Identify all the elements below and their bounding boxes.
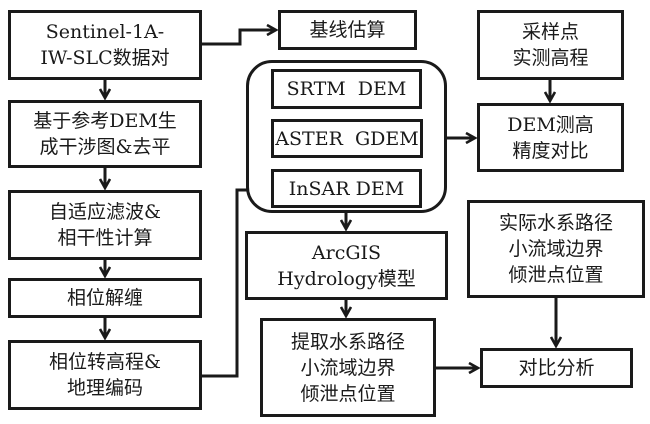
node-text: 相位转高程& [49, 351, 161, 373]
node-text: ArcGIS [311, 241, 382, 264]
node-text: 精度对比 [512, 139, 589, 162]
node-insar-dem[interactable]: InSAR DEM [271, 169, 422, 208]
node-text: InSAR DEM [288, 177, 405, 200]
node-filtering[interactable]: 自适应滤波& 相干性计算 [8, 190, 202, 260]
node-text: Sentinel-1A- [45, 21, 165, 43]
node-text: 小流域边界 [300, 356, 396, 379]
node-compare[interactable]: 对比分析 [480, 348, 633, 388]
node-arcgis-hydrology[interactable]: ArcGIS Hydrology模型 [245, 231, 448, 300]
node-text: DEM测高 [507, 113, 594, 136]
node-text: 相位解缠 [66, 287, 143, 309]
node-interferogram[interactable]: 基于参考DEM生 成干涉图&去平 [8, 100, 202, 168]
node-text: 基于参考DEM生 [33, 110, 177, 132]
node-sentinel[interactable]: Sentinel-1A- IW-SLC数据对 [8, 10, 202, 80]
node-text: 地理编码 [66, 377, 143, 399]
node-text: 倾泄点位置 [508, 264, 604, 286]
node-text: 实测高程 [512, 47, 589, 69]
node-extract[interactable]: 提取水系路径 小流域边界 倾泄点位置 [260, 318, 436, 417]
node-text: 对比分析 [518, 357, 595, 379]
node-sample-points[interactable]: 采样点 实测高程 [477, 10, 624, 80]
node-baseline[interactable]: 基线估算 [278, 10, 417, 50]
node-unwrapping[interactable]: 相位解缠 [8, 278, 202, 318]
edge-sentinel-baseline [202, 30, 276, 46]
node-geocoding[interactable]: 相位转高程& 地理编码 [8, 340, 202, 410]
node-text: 倾泄点位置 [300, 382, 396, 405]
node-text: 小流域边界 [508, 238, 604, 260]
node-text: IW-SLC数据对 [40, 47, 170, 69]
node-text: ASTER GDEM [275, 127, 419, 150]
node-actual[interactable]: 实际水系路径 小流域边界 倾泄点位置 [467, 200, 645, 298]
node-dem-accuracy[interactable]: DEM测高 精度对比 [477, 103, 624, 172]
node-text: 实际水系路径 [498, 212, 613, 234]
node-text: 提取水系路径 [290, 330, 405, 353]
node-text: 采样点 [521, 21, 579, 43]
node-text: SRTM DEM [286, 78, 407, 100]
node-text: 成干涉图&去平 [39, 136, 171, 158]
node-aster-gdem[interactable]: ASTER GDEM [271, 119, 423, 158]
node-text: 自适应滤波& [49, 201, 161, 223]
node-text: Hydrology模型 [277, 267, 416, 290]
node-text: 基线估算 [309, 19, 386, 41]
node-text: 相干性计算 [57, 227, 153, 249]
node-srtm-dem[interactable]: SRTM DEM [271, 69, 422, 109]
